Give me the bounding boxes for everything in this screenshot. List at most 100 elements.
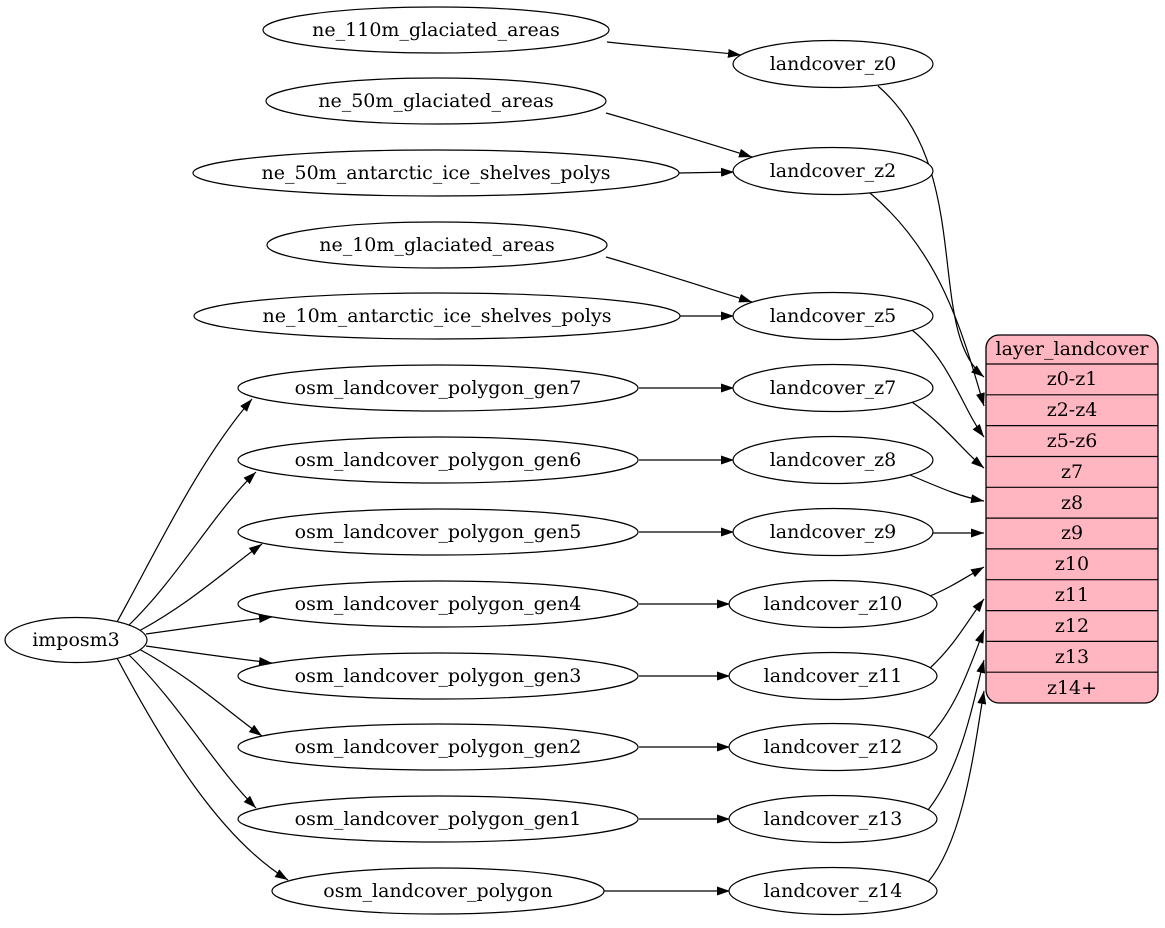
node-imposm3: imposm3 bbox=[4, 616, 148, 664]
node-label: landcover_z2 bbox=[770, 160, 897, 182]
node-ne-50m-glaciated-areas-shape bbox=[265, 77, 607, 125]
record-row-label: z5-z6 bbox=[1047, 430, 1098, 452]
node-label: osm_landcover_polygon bbox=[323, 880, 552, 902]
node-label: osm_landcover_polygon_gen1 bbox=[295, 808, 582, 830]
record-layer-landcover: layer_landcover z0-z1 z2-z4 z5-z6 z7 z8 … bbox=[985, 334, 1159, 704]
node-osm-landcover-polygon-gen5: osm_landcover_polygon_gen5 bbox=[237, 508, 639, 556]
node-label: osm_landcover_polygon_gen3 bbox=[295, 665, 582, 687]
node-landcover-z2: landcover_z2 bbox=[732, 146, 934, 196]
edge-imposm3-osm_landcover_polygon_gen4 bbox=[145, 614, 273, 635]
node-landcover-z5: landcover_z5 bbox=[732, 291, 934, 341]
node-label: landcover_z13 bbox=[764, 808, 903, 830]
node-landcover-z13: landcover_z13 bbox=[728, 794, 938, 844]
edge-ne_50m_antarctic_ice_shelves_polys-landcover_z2 bbox=[678, 167, 735, 177]
edge-imposm3-osm_landcover_polygon_gen6 bbox=[127, 471, 257, 627]
record-row-label: z9 bbox=[1061, 522, 1083, 544]
node-layer: ne_110m_glaciated_areas ne_50m_glaciated… bbox=[4, 6, 938, 916]
node-ne-110m-glaciated-areas-shape bbox=[262, 6, 610, 54]
edge-landcover_z10-row-z10 bbox=[929, 566, 985, 597]
node-landcover-z14: landcover_z14 bbox=[728, 866, 938, 916]
node-landcover-z11-shape bbox=[728, 651, 938, 701]
node-osm-landcover-polygon-gen1: osm_landcover_polygon_gen1 bbox=[237, 795, 639, 843]
record-row-label: z10 bbox=[1055, 553, 1089, 575]
node-ne-50m-glaciated-areas: ne_50m_glaciated_areas bbox=[265, 77, 607, 125]
edge-imposm3-osm_landcover_polygon_gen2 bbox=[138, 648, 263, 737]
node-ne-10m-antarctic-ice-shelves-polys: ne_10m_antarctic_ice_shelves_polys bbox=[193, 292, 681, 340]
node-landcover-z12: landcover_z12 bbox=[728, 722, 938, 772]
record-row-label: z12 bbox=[1055, 615, 1089, 637]
node-landcover-z7: landcover_z7 bbox=[732, 363, 934, 413]
node-label: landcover_z12 bbox=[764, 736, 903, 758]
node-label: osm_landcover_polygon_gen5 bbox=[295, 521, 582, 543]
node-osm-landcover-polygon-gen4: osm_landcover_polygon_gen4 bbox=[237, 580, 639, 628]
edge-imposm3-osm_landcover_polygon_gen3 bbox=[145, 645, 273, 666]
node-label: ne_10m_antarctic_ice_shelves_polys bbox=[263, 305, 612, 327]
record-row-label: z11 bbox=[1055, 584, 1089, 606]
edge-landcover_z14-row-z14 bbox=[927, 690, 987, 883]
edge-landcover_z0-row-z0-z1 bbox=[877, 85, 985, 378]
node-landcover-z11: landcover_z11 bbox=[728, 651, 938, 701]
node-landcover-z2-shape bbox=[732, 146, 934, 196]
node-osm-landcover-polygon-shape bbox=[271, 867, 605, 915]
record-row-label: z14+ bbox=[1047, 677, 1097, 699]
node-osm-landcover-polygon-gen2: osm_landcover_polygon_gen2 bbox=[237, 723, 639, 771]
node-label: osm_landcover_polygon_gen2 bbox=[295, 736, 582, 758]
node-ne-110m-glaciated-areas: ne_110m_glaciated_areas bbox=[262, 6, 610, 54]
node-label: landcover_z7 bbox=[770, 377, 897, 399]
node-landcover-z13-shape bbox=[728, 794, 938, 844]
edge-imposm3-osm_landcover_polygon bbox=[116, 657, 289, 881]
node-label: osm_landcover_polygon_gen4 bbox=[295, 593, 582, 615]
edge-imposm3-osm_landcover_polygon_gen7 bbox=[116, 398, 253, 623]
node-label: osm_landcover_polygon_gen7 bbox=[295, 377, 582, 399]
record-row-label: z13 bbox=[1055, 646, 1089, 668]
edge-ne_10m_glaciated_areas-landcover_z5 bbox=[605, 256, 753, 303]
node-landcover-z9-shape bbox=[732, 507, 934, 557]
edge-layer bbox=[116, 41, 987, 896]
node-landcover-z0-shape bbox=[732, 39, 934, 89]
node-ne-50m-antarctic-ice-shelves-polys: ne_50m_antarctic_ice_shelves_polys bbox=[192, 149, 680, 197]
node-landcover-z14-shape bbox=[728, 866, 938, 916]
node-osm-landcover-polygon-gen3-shape bbox=[237, 652, 639, 700]
node-osm-landcover-polygon-gen6-shape bbox=[237, 436, 639, 484]
edge-landcover_z8-row-z8 bbox=[909, 474, 985, 504]
record-row-label: z7 bbox=[1061, 461, 1083, 483]
node-label: ne_110m_glaciated_areas bbox=[312, 19, 560, 41]
edge-ne_110m_glaciated_areas-landcover_z0 bbox=[606, 41, 742, 58]
node-landcover-z8-shape bbox=[732, 435, 934, 485]
node-label: osm_landcover_polygon_gen6 bbox=[295, 449, 582, 471]
node-label: landcover_z8 bbox=[770, 449, 897, 471]
node-osm-landcover-polygon-gen2-shape bbox=[237, 723, 639, 771]
node-imposm3-shape bbox=[4, 616, 148, 664]
node-label: ne_10m_glaciated_areas bbox=[319, 234, 555, 256]
edge-landcover_z11-row-z11 bbox=[929, 598, 985, 669]
node-osm-landcover-polygon-gen5-shape bbox=[237, 508, 639, 556]
node-osm-landcover-polygon-gen7-shape bbox=[237, 364, 639, 412]
node-label: landcover_z0 bbox=[770, 53, 897, 75]
record-title: layer_landcover bbox=[996, 338, 1150, 360]
node-label: imposm3 bbox=[32, 629, 120, 651]
node-landcover-z10-shape bbox=[728, 579, 938, 629]
node-osm-landcover-polygon: osm_landcover_polygon bbox=[271, 867, 605, 915]
node-osm-landcover-polygon-gen4-shape bbox=[237, 580, 639, 628]
record-row-label: z0-z1 bbox=[1047, 368, 1098, 390]
edge-landcover_z7-row-z7 bbox=[911, 401, 985, 469]
node-landcover-z7-shape bbox=[732, 363, 934, 413]
node-ne-50m-antarctic-ice-shelves-polys-shape bbox=[192, 149, 680, 197]
node-landcover-z0: landcover_z0 bbox=[732, 39, 934, 89]
node-label: landcover_z9 bbox=[770, 521, 897, 543]
node-landcover-z9: landcover_z9 bbox=[732, 507, 934, 557]
node-label: ne_50m_antarctic_ice_shelves_polys bbox=[262, 162, 611, 184]
node-label: landcover_z5 bbox=[770, 305, 897, 327]
node-landcover-z8: landcover_z8 bbox=[732, 435, 934, 485]
node-label: landcover_z10 bbox=[764, 593, 903, 615]
node-osm-landcover-polygon-gen3: osm_landcover_polygon_gen3 bbox=[237, 652, 639, 700]
node-osm-landcover-polygon-gen7: osm_landcover_polygon_gen7 bbox=[237, 364, 639, 412]
edge-landcover_z12-row-z12 bbox=[927, 629, 985, 739]
node-landcover-z10: landcover_z10 bbox=[728, 579, 938, 629]
node-label: ne_50m_glaciated_areas bbox=[318, 90, 554, 112]
record-row-label: z8 bbox=[1061, 492, 1083, 514]
node-osm-landcover-polygon-gen1-shape bbox=[237, 795, 639, 843]
node-ne-10m-antarctic-ice-shelves-polys-shape bbox=[193, 292, 681, 340]
